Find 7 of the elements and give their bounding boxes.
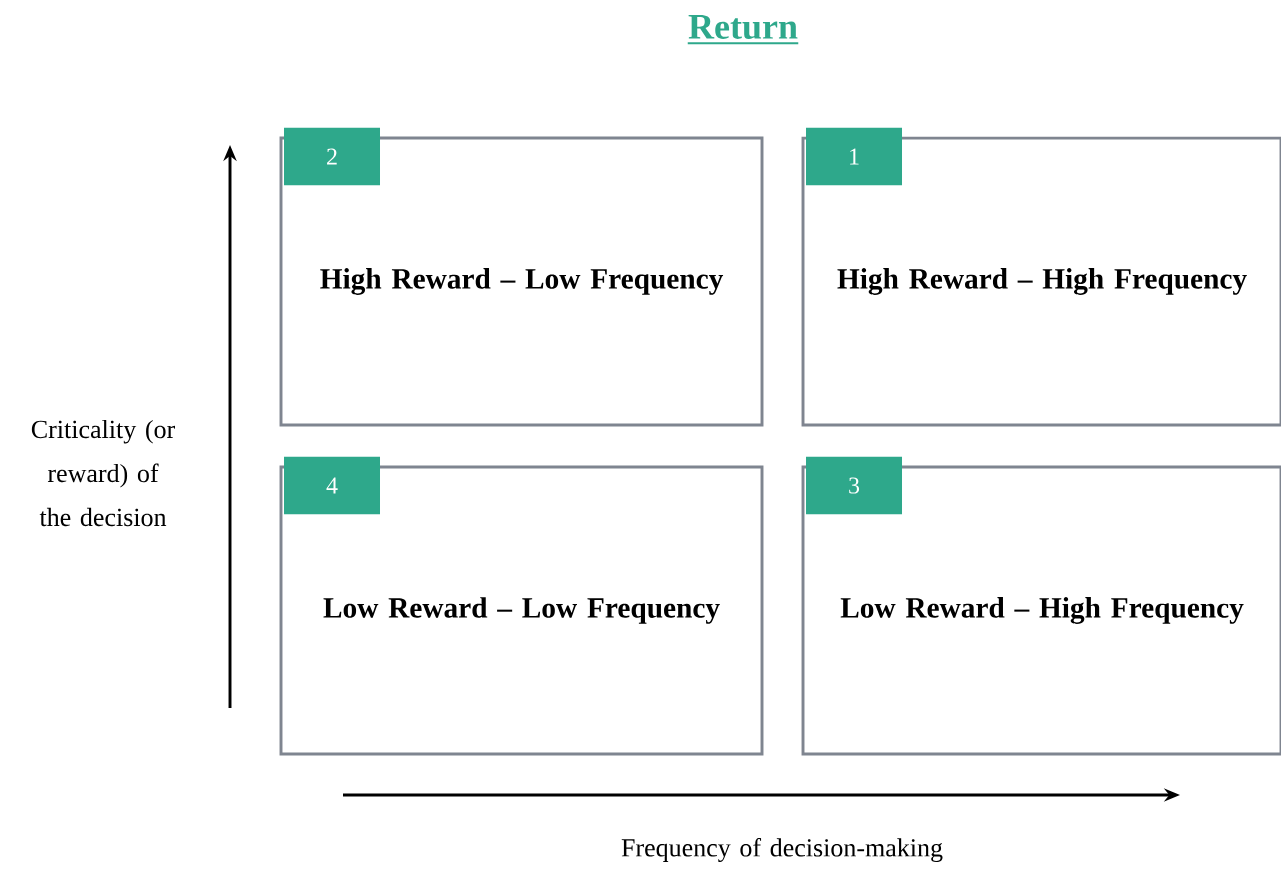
number-badge: 1 [806, 127, 902, 186]
axis-label: Criticality (or reward) of the decision [31, 419, 175, 527]
axis-label: Frequency of decision-making [621, 838, 943, 862]
number-badge: 3 [806, 456, 902, 515]
number-badge: 4 [284, 456, 380, 515]
title: Return [687, 15, 799, 45]
number-badge: 2 [284, 127, 380, 186]
